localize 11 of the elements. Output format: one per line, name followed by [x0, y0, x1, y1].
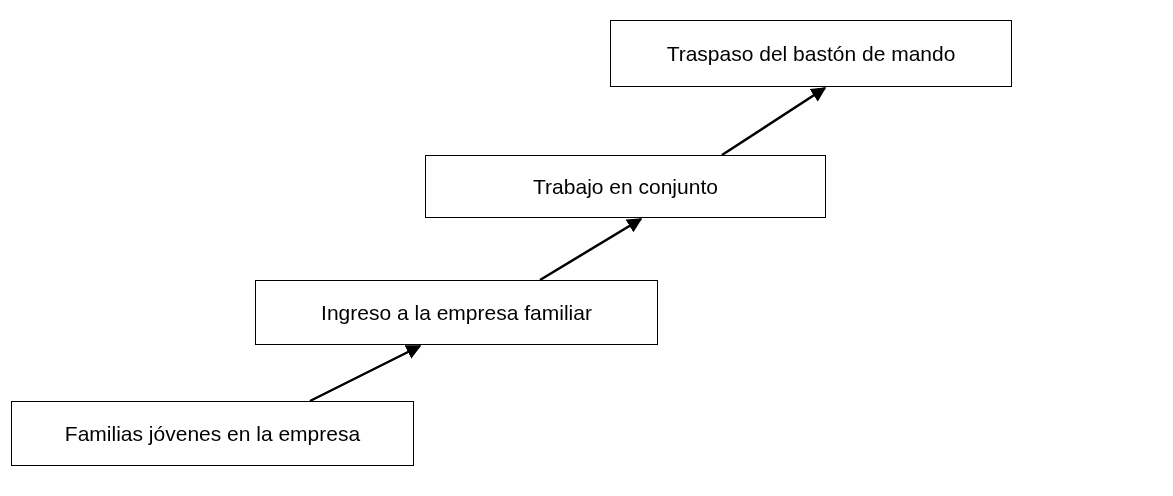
arrow	[539, 217, 643, 282]
process-box	[425, 155, 826, 218]
arrow	[309, 344, 422, 403]
step-label: Familias jóvenes en la empresa	[64, 421, 361, 446]
step-label: Trabajo en conjunto	[533, 174, 718, 199]
step-label: Traspaso del bastón de mando	[666, 41, 956, 66]
arrow	[721, 86, 827, 157]
step-label: Ingreso a la empresa familiar	[321, 300, 592, 325]
process-box	[11, 401, 414, 466]
process-box	[255, 280, 658, 345]
process-box	[610, 20, 1012, 87]
